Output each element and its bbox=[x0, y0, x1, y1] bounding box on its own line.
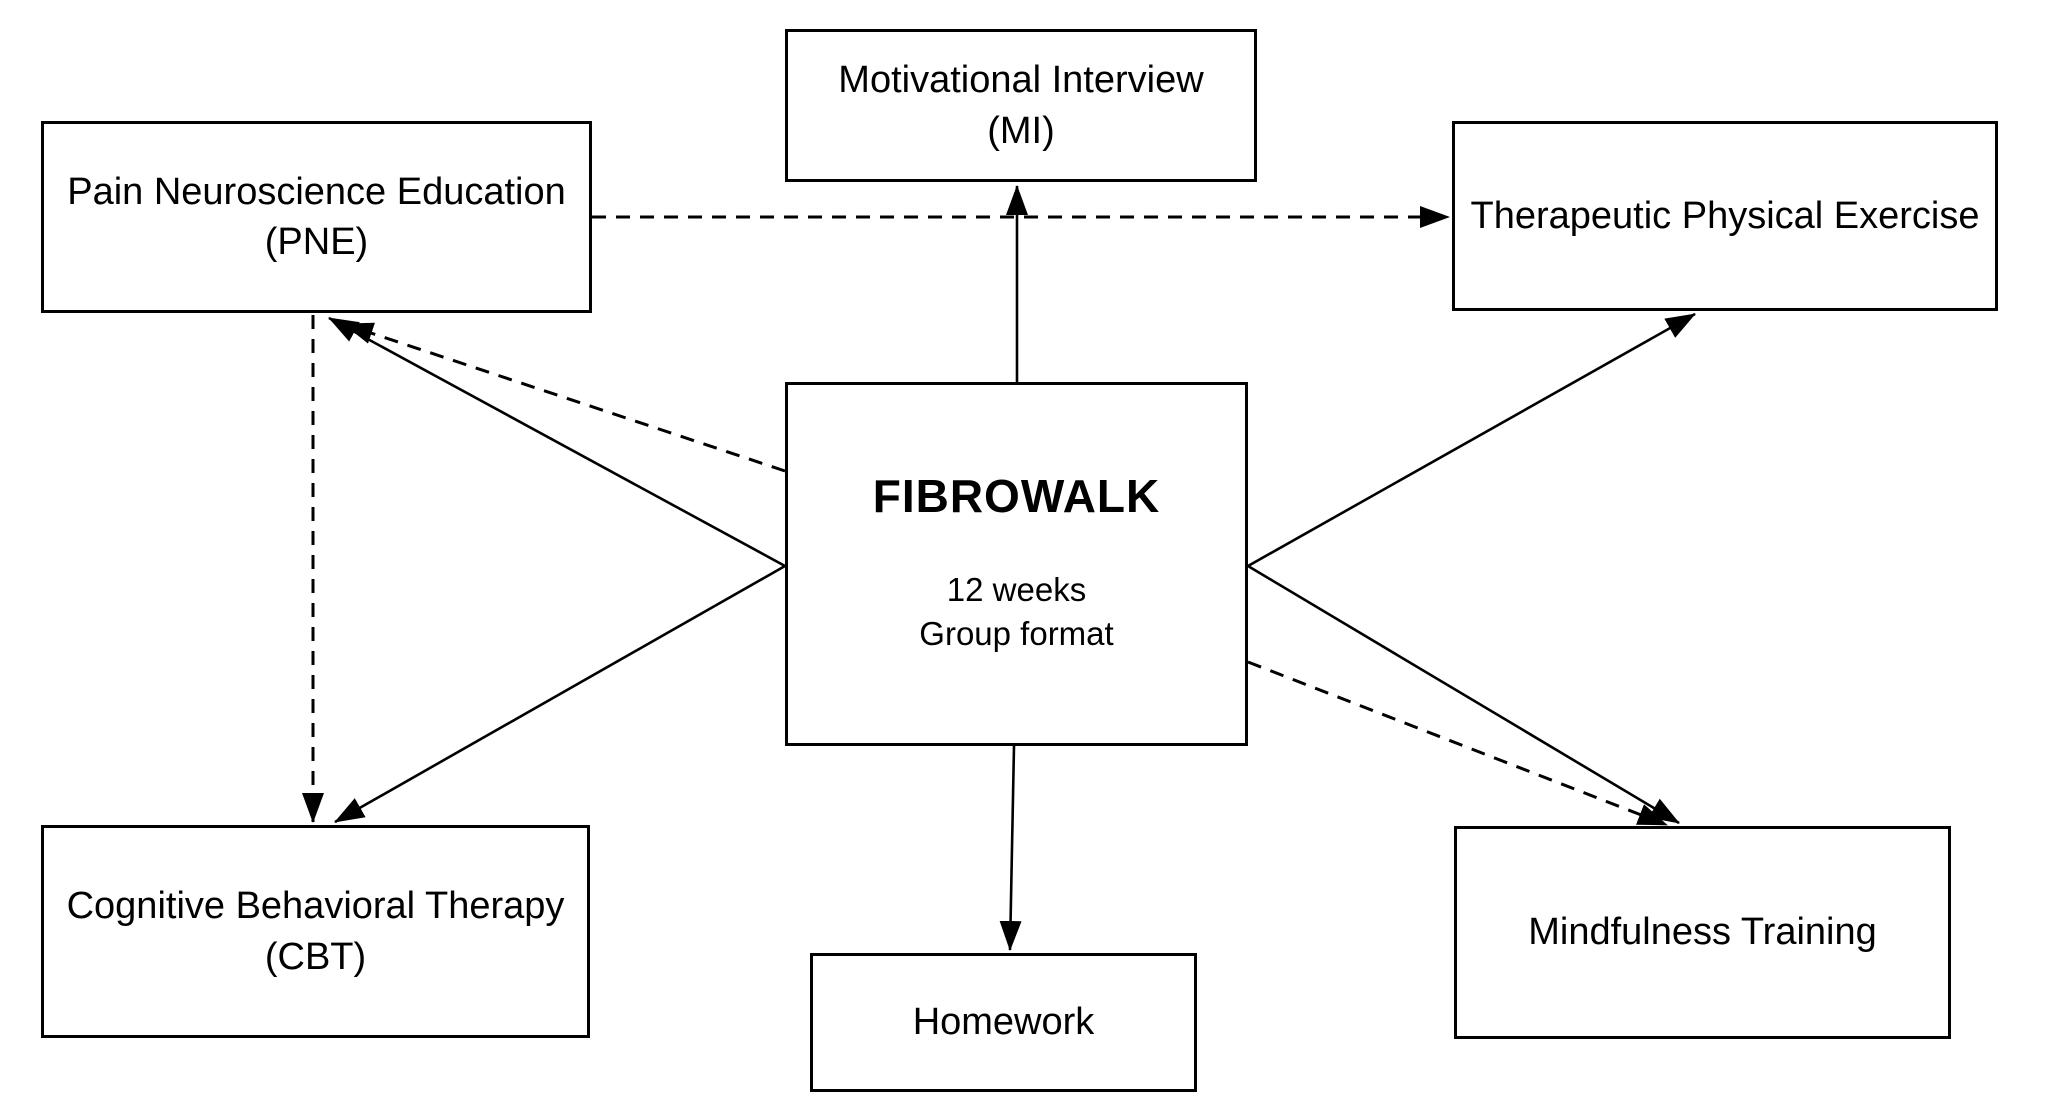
node-homework: Homework bbox=[810, 953, 1197, 1092]
node-fibrowalk-title: FIBROWALK bbox=[872, 470, 1161, 523]
node-cognitive-behavioral-therapy: Cognitive Behavioral Therapy (CBT) bbox=[41, 825, 590, 1038]
node-pne-abbr: (PNE) bbox=[264, 221, 369, 263]
edge-fibrowalk-to-homework bbox=[999, 745, 1022, 951]
node-fibrowalk-format: Group format bbox=[919, 615, 1114, 653]
edge-fibrowalk-to-tpe-solid bbox=[1247, 312, 1696, 568]
node-homework-label: Homework bbox=[912, 1001, 1095, 1044]
edge-fibrowalk-to-mindfulness-dashed bbox=[1247, 660, 1668, 827]
node-mindfulness-training: Mindfulness Training bbox=[1454, 826, 1951, 1039]
edge-fibrowalk-to-pne-dashed bbox=[343, 322, 786, 473]
node-pne-label: Pain Neuroscience Education bbox=[67, 170, 566, 213]
node-cbt-abbr: (CBT) bbox=[264, 935, 367, 978]
node-motivational-interview: Motivational Interview (MI) bbox=[785, 29, 1257, 182]
node-pain-neuroscience-education: Pain Neuroscience Education (PNE) bbox=[41, 121, 592, 313]
edge-fibrowalk-to-cbt-solid bbox=[334, 564, 786, 824]
node-therapeutic-physical-exercise: Therapeutic Physical Exercise bbox=[1452, 121, 1998, 311]
node-fibrowalk: FIBROWALK 12 weeks Group format bbox=[785, 382, 1248, 746]
node-cbt-label: Cognitive Behavioral Therapy bbox=[66, 885, 565, 928]
edge-fibrowalk-to-pne-solid bbox=[328, 316, 786, 568]
node-mi-label: Motivational Interview bbox=[838, 59, 1204, 102]
node-fibrowalk-duration: 12 weeks bbox=[946, 570, 1087, 608]
node-mi-abbr: (MI) bbox=[987, 109, 1055, 152]
node-mindfulness-label: Mindfulness Training bbox=[1528, 911, 1877, 954]
node-tpe-label: Therapeutic Physical Exercise bbox=[1470, 194, 1980, 237]
edge-fibrowalk-to-mindfulness-solid bbox=[1247, 564, 1680, 825]
